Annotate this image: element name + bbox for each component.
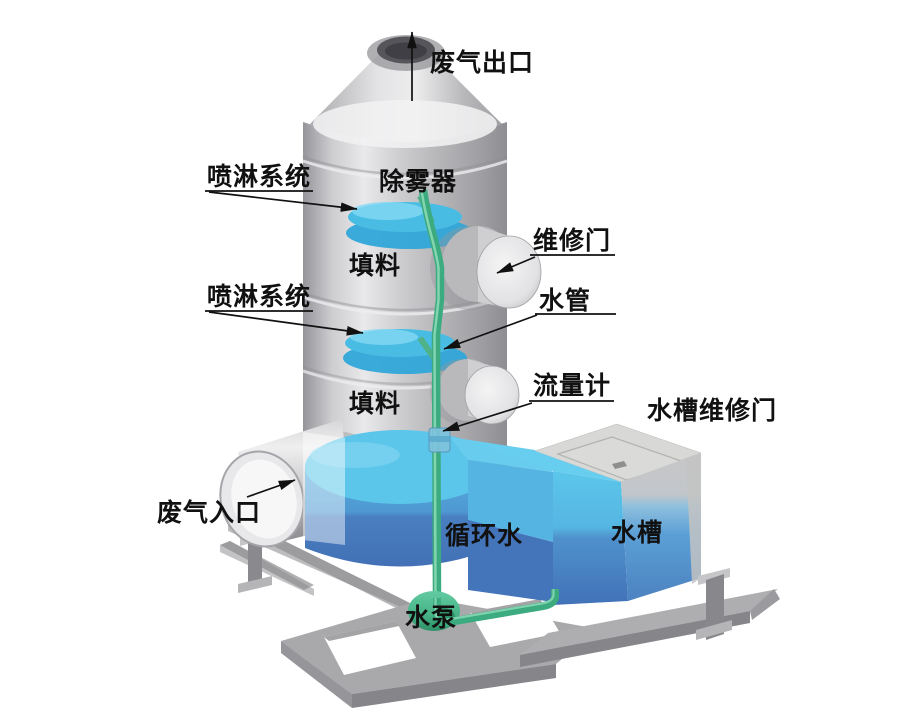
label-water-pump: 水泵	[405, 604, 457, 632]
label-flow-meter: 流量计	[533, 372, 611, 400]
water-pipe-vertical	[418, 189, 445, 601]
leader-spray-system-top	[208, 191, 358, 212]
tank-support-foot	[696, 568, 732, 640]
maintenance-door-lower	[430, 359, 520, 425]
tank-right-face	[621, 453, 701, 601]
label-packing-top: 填料	[349, 252, 401, 280]
leader-waste-gas-inlet	[246, 479, 296, 498]
label-packing-bottom: 填料	[349, 390, 401, 418]
water-pipe-assembly	[417, 189, 451, 601]
label-circulating-water: 循环水	[445, 521, 523, 550]
label-waste-gas-inlet: 废气入口	[157, 498, 261, 527]
label-tank-maintenance-door: 水槽维修门	[647, 396, 777, 425]
tank-lid-handle	[612, 461, 627, 469]
tank-front-face	[553, 471, 628, 605]
flow-meter-device	[428, 427, 451, 453]
label-demister: 除雾器	[379, 167, 457, 196]
maintenance-door-upper	[430, 226, 542, 310]
leader-water-pipe	[443, 314, 538, 350]
water-channel	[450, 437, 553, 602]
callout-labels: 废气出口 喷淋系统 除雾器 填料 维修门 喷淋系统 水管 填料 流量计 水槽维修…	[157, 48, 777, 632]
circulating-water-tank	[305, 430, 495, 567]
label-waste-gas-outlet: 废气出口	[430, 48, 534, 77]
callout-leaders	[205, 31, 616, 498]
leader-spray-system-bottom	[208, 311, 364, 336]
tower-wall-translucent-highlight	[303, 432, 345, 545]
tank-water-top	[467, 440, 621, 482]
label-spray-system-bottom: 喷淋系统	[207, 282, 311, 311]
water-tank-box	[467, 423, 702, 605]
tower-band-seams	[302, 155, 508, 390]
pump-outlet-pipe	[433, 589, 559, 627]
label-spray-system-top: 喷淋系统	[207, 162, 311, 191]
label-maintenance-door: 维修门	[533, 226, 611, 255]
leader-maintenance-door	[496, 256, 536, 274]
label-water-pipe: 水管	[539, 286, 591, 315]
label-water-tank: 水槽	[611, 518, 663, 547]
leader-flow-meter	[442, 402, 533, 432]
tower-cone-top	[310, 35, 502, 148]
